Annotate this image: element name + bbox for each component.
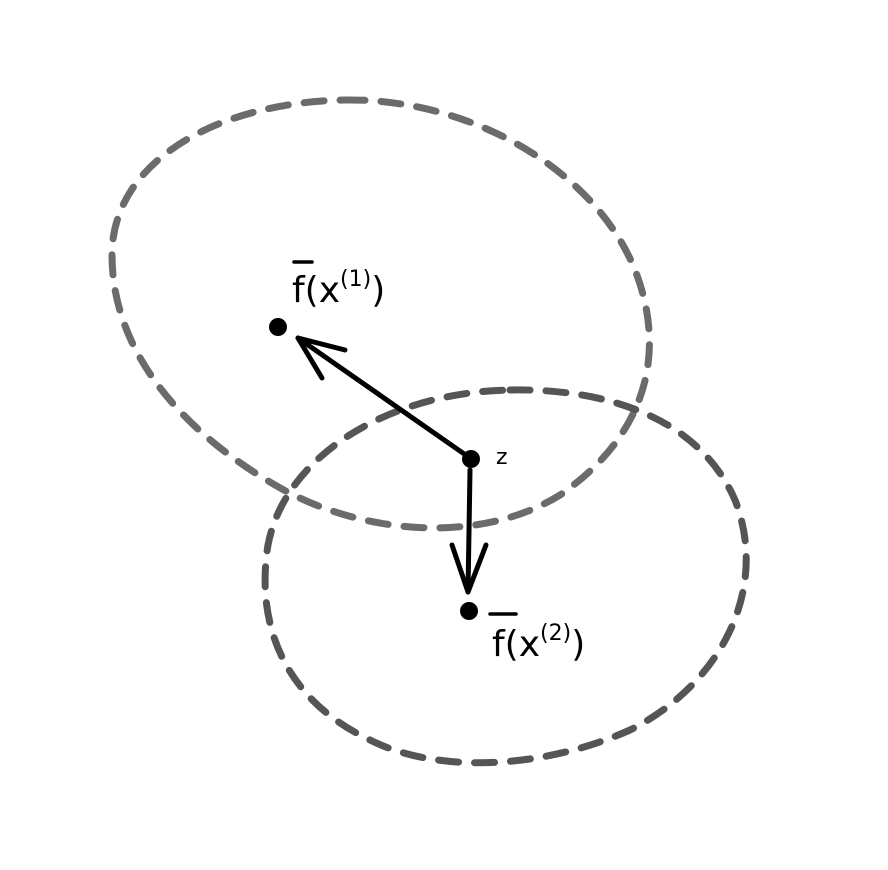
point-fx2 bbox=[460, 602, 478, 620]
arrow-z-to-fx1 bbox=[295, 335, 473, 461]
label-fx2-close: ) bbox=[571, 624, 585, 665]
arrow-z-to-fx2 bbox=[449, 467, 489, 595]
label-fx2: f(x(2)) bbox=[488, 612, 585, 665]
svg-text:f(x(1)): f(x(1)) bbox=[292, 267, 385, 311]
label-fx2-base: f(x bbox=[492, 624, 540, 665]
label-fx2-superscript: (2) bbox=[540, 621, 571, 646]
region-one-dashed-boundary bbox=[108, 96, 653, 532]
region-two-dashed-boundary bbox=[261, 386, 750, 767]
label-fx1-superscript: (1) bbox=[340, 267, 371, 292]
svg-text:f(x(2)): f(x(2)) bbox=[492, 621, 585, 665]
label-z: z bbox=[496, 445, 508, 470]
label-fx1: f(x(1)) bbox=[292, 260, 385, 311]
point-z bbox=[462, 450, 480, 468]
point-fx1 bbox=[269, 318, 287, 336]
label-fx1-base: f(x bbox=[292, 270, 340, 311]
label-fx1-close: ) bbox=[371, 270, 385, 311]
